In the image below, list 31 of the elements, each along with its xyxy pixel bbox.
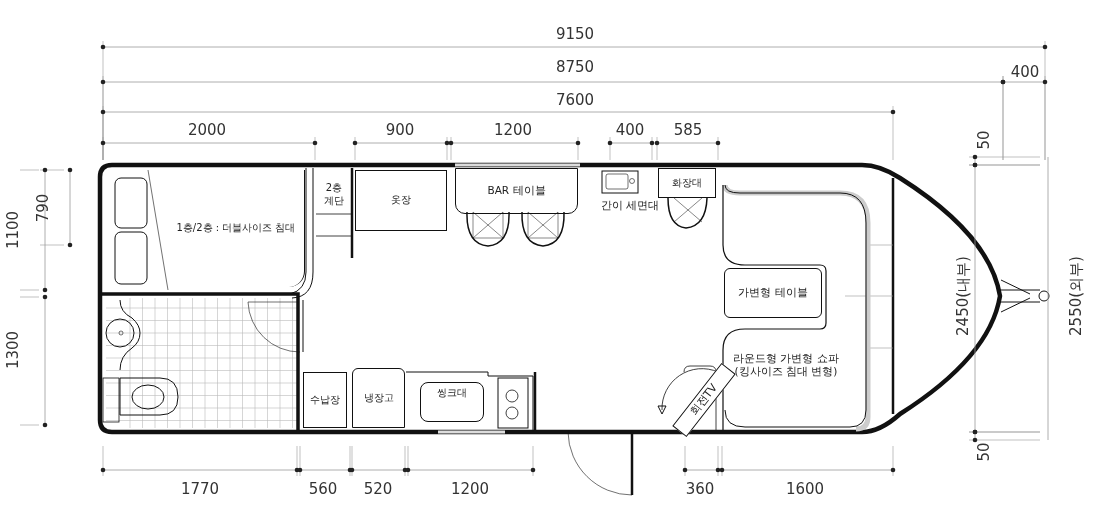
bed: 1층/2층 : 더블사이즈 침대 bbox=[108, 170, 305, 287]
dimension-label: 360 bbox=[685, 480, 715, 498]
dimension-label: 2450(내부) bbox=[953, 256, 973, 336]
bar-table: BAR 테이블 bbox=[455, 168, 578, 214]
dimension-label: 50 bbox=[975, 442, 993, 462]
dimension-label: 560 bbox=[308, 480, 338, 498]
table: 가변형 테이블 bbox=[724, 268, 822, 318]
dimension-label: 1600 bbox=[785, 480, 825, 498]
dimension-label: 50 bbox=[975, 130, 993, 150]
dimension-label: 1100 bbox=[4, 210, 22, 250]
dimension-label: 400 bbox=[615, 121, 645, 139]
dimension-label: 2000 bbox=[187, 121, 227, 139]
dimension-label: 9150 bbox=[555, 25, 595, 43]
dimension-label: 1300 bbox=[4, 330, 22, 370]
refrigerator: 냉장고 bbox=[352, 368, 405, 428]
dimension-label: 1200 bbox=[493, 121, 533, 139]
dimension-label: 400 bbox=[1010, 63, 1040, 81]
dimension-label: 520 bbox=[363, 480, 393, 498]
storage-cabinet: 수납장 bbox=[303, 372, 347, 428]
dimension-label: 1770 bbox=[180, 480, 220, 498]
dimension-label: 1200 bbox=[450, 480, 490, 498]
dimension-label: 7600 bbox=[555, 91, 595, 109]
kitchen-sink: 씽크대 bbox=[420, 382, 484, 422]
dimension-label: 2550(외부) bbox=[1066, 256, 1086, 336]
dimension-label: 790 bbox=[34, 193, 52, 223]
dimension-label: 585 bbox=[673, 121, 703, 139]
vanity: 화장대 bbox=[658, 168, 716, 198]
stairs: 2층 계단 bbox=[316, 170, 352, 214]
dimension-label: 8750 bbox=[555, 58, 595, 76]
dimension-label: 900 bbox=[385, 121, 415, 139]
wardrobe: 옷장 bbox=[355, 170, 447, 231]
